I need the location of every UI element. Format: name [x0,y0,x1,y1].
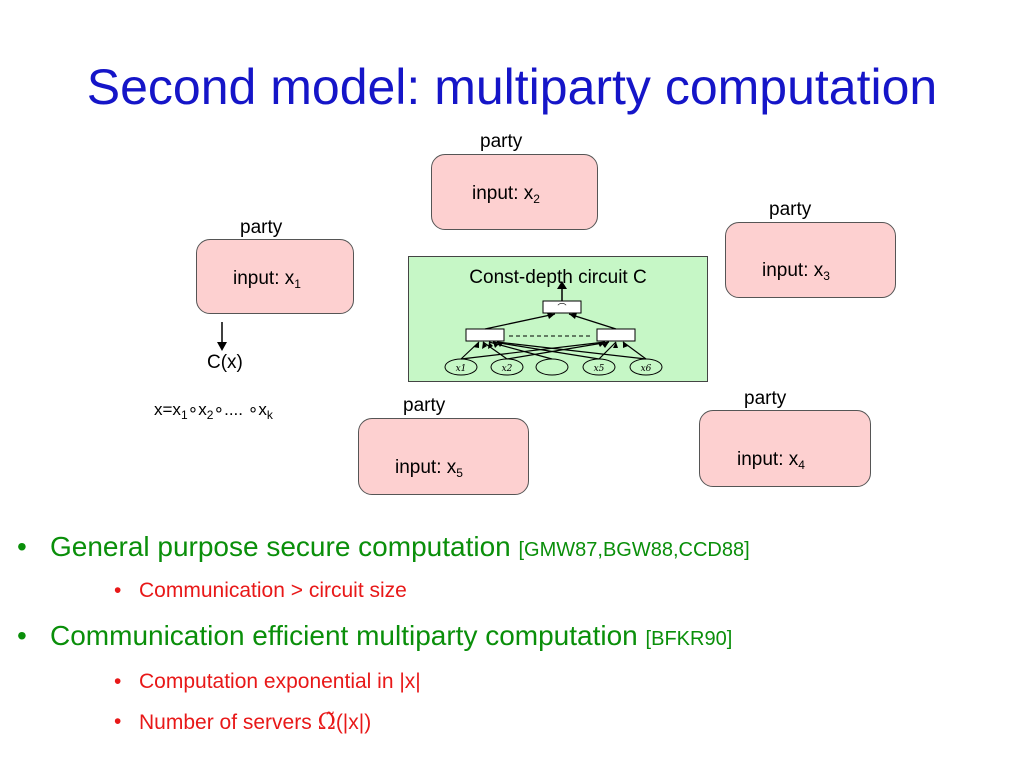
circuit-mid-gate-left [465,328,505,342]
party-label-3: party [769,199,812,220]
party-input-3-sub: 3 [823,269,830,283]
circuit-mid-gate-right [596,328,636,342]
party-input-4-sub: 4 [798,458,805,472]
bullet-general-purpose-text: General purpose secure computation [50,531,519,562]
input-formula: x=x1∘x2∘.... ∘xk [154,400,273,422]
party-input-2: input: x2 [472,183,540,206]
sub-bullet-dot: • [114,670,122,693]
bullet-communication-efficient: • Communication efficient multiparty comp… [17,620,733,652]
sub-bullet-servers: • Number of servers Ω̃(|x|) [114,710,372,735]
party-input-1-sub: 1 [294,277,301,291]
party-label-4: party [744,388,787,409]
formula-mid-2: ∘.... ∘x [213,400,267,419]
output-arrow-icon [217,322,227,351]
output-label: C(x) [207,352,243,373]
formula-sub-2: 2 [206,408,214,422]
formula-sub-k: k [266,408,273,422]
circuit-top-gate-symbol: ⌒ [557,303,566,314]
party-label-2: party [480,131,523,152]
bullet-general-purpose: • General purpose secure computation [GMW… [17,531,750,563]
sub-bullet-communication-text: Communication > circuit size [139,579,407,602]
party-input-3-text: input: x [762,260,824,281]
party-input-4: input: x4 [737,449,805,472]
bullet-dot: • [17,531,27,562]
party-input-5: input: x5 [395,457,463,480]
party-box-1: input: x1 [196,239,354,314]
page-title: Second model: multiparty computation [86,59,938,115]
party-box-4: input: x4 [699,410,871,487]
circuit-leaf-4: x5 [594,364,605,374]
sub-bullet-dot: • [114,579,122,602]
circuit-diagram: ⌒ x1 x2 x5 x6 [444,281,663,376]
party-label-1: party [240,217,283,238]
formula-mid-1: ∘x [187,400,207,419]
sub-bullet-communication: • Communication > circuit size [114,579,407,603]
bullet-communication-efficient-text: Communication efficient multiparty compu… [50,620,646,651]
party-box-3: input: x3 [725,222,896,298]
sub-bullet-computation: • Computation exponential in |x| [114,670,421,694]
sub-bullet-servers-text: Number of servers [139,711,318,734]
party-box-2: input: x2 [431,154,598,230]
circuit-leaf-2: x2 [502,364,513,374]
party-input-2-sub: 2 [533,192,540,206]
party-box-5: input: x5 [358,418,529,495]
circuit-box: Const-depth circuit C ⌒ x1 x2 x5 x6 [408,256,708,382]
formula-lhs: x=x [154,400,181,419]
sub-bullet-dot: • [114,710,122,733]
bullet-communication-efficient-ref: [BFKR90] [645,628,733,650]
omega-arg: (|x|) [335,711,372,734]
party-input-3: input: x3 [762,260,830,283]
party-input-4-text: input: x [737,449,799,470]
formula-sub-1: 1 [180,408,188,422]
party-label-5: party [403,395,446,416]
sub-bullet-computation-text: Computation exponential in |x| [139,670,421,693]
party-input-1: input: x1 [233,268,301,291]
party-input-2-text: input: x [472,183,534,204]
circuit-label: Const-depth circuit C [469,267,647,288]
party-input-5-text: input: x [395,457,457,478]
party-input-5-sub: 5 [456,466,463,480]
circuit-leaf-1: x1 [456,364,467,374]
bullet-dot: • [17,620,27,651]
circuit-leaf-5: x6 [641,364,652,374]
omega-symbol: Ω̃ [317,710,336,735]
bullet-general-purpose-ref: [GMW87,BGW88,CCD88] [518,539,750,561]
party-input-1-text: input: x [233,268,295,289]
